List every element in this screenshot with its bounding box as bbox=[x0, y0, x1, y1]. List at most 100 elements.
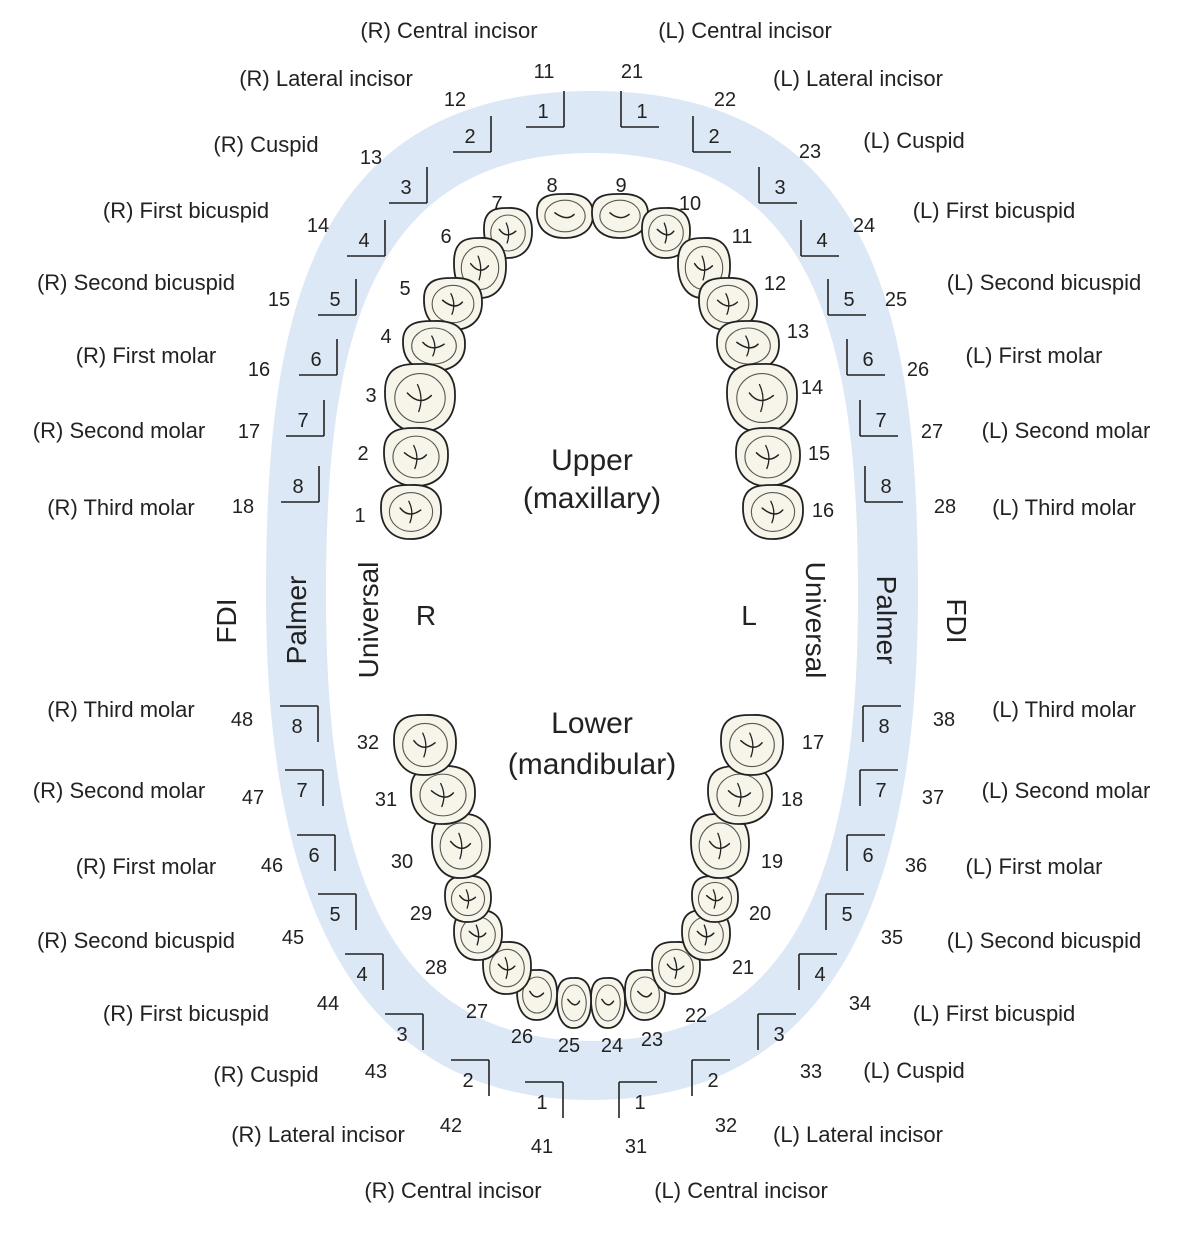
palmer-number: 6 bbox=[862, 845, 873, 867]
tooth-fissure bbox=[609, 212, 630, 219]
fdi-number: 25 bbox=[885, 289, 907, 311]
tooth-fissure bbox=[755, 452, 780, 460]
fdi-number: 34 bbox=[849, 993, 871, 1015]
tooth-name: (L) Lateral incisor bbox=[773, 1122, 943, 1147]
tooth-crown-inner bbox=[419, 773, 467, 817]
tooth-name: (R) Lateral incisor bbox=[231, 1122, 405, 1147]
palmer-mark: 4 bbox=[347, 220, 386, 257]
palmer-number: 6 bbox=[310, 349, 321, 371]
fdi-number: 21 bbox=[621, 61, 643, 83]
palmer-mark: 4 bbox=[345, 953, 384, 990]
tooth-crown bbox=[384, 363, 456, 433]
tooth bbox=[384, 363, 456, 433]
teeth-layer bbox=[380, 193, 804, 1029]
tooth-crown bbox=[726, 363, 798, 433]
palmer-mark: 3 bbox=[757, 1013, 796, 1050]
tooth bbox=[742, 484, 804, 540]
tooth-fissure bbox=[458, 894, 477, 902]
tooth bbox=[556, 977, 592, 1029]
tooth-fissure bbox=[475, 924, 480, 946]
tooth-fissure bbox=[666, 963, 685, 971]
tooth-fissure bbox=[469, 262, 490, 271]
tooth-fissure bbox=[703, 924, 708, 946]
tooth-crown-inner bbox=[394, 372, 446, 424]
tooth-fissure bbox=[712, 889, 717, 909]
tooth-fissure bbox=[431, 335, 436, 357]
tooth-fissure bbox=[737, 782, 742, 808]
universal-number: 23 bbox=[641, 1029, 663, 1051]
fdi-number: 22 bbox=[714, 89, 736, 111]
fdi-number: 14 bbox=[307, 215, 329, 237]
tooth-fissure bbox=[422, 732, 427, 758]
tooth-fissure bbox=[673, 957, 678, 979]
tooth-crown-inner bbox=[599, 199, 641, 233]
tooth-fissure bbox=[749, 732, 754, 758]
tooth-crown-inner bbox=[648, 214, 684, 252]
fdi-number: 27 bbox=[921, 421, 943, 443]
tooth-name: (R) First bicuspid bbox=[103, 1001, 269, 1026]
tooth-fissure bbox=[529, 990, 545, 998]
tooth-crown-inner bbox=[392, 435, 440, 479]
palmer-mark: 1 bbox=[620, 91, 659, 128]
universal-label-right: Universal bbox=[353, 562, 384, 679]
tooth-name: (L) Second bicuspid bbox=[947, 928, 1141, 953]
tooth-fissure bbox=[449, 840, 472, 850]
fdi-number: 17 bbox=[238, 421, 260, 443]
tooth bbox=[690, 813, 750, 879]
tooth-fissure bbox=[465, 889, 470, 909]
tooth-name: (L) Third molar bbox=[992, 495, 1136, 520]
tooth-name: (R) Second molar bbox=[33, 418, 205, 443]
fdi-number: 26 bbox=[907, 359, 929, 381]
tooth-crown-inner bbox=[411, 327, 457, 365]
tooth-fissure bbox=[458, 832, 463, 860]
palmer-number: 6 bbox=[862, 349, 873, 371]
tooth-fissure bbox=[450, 293, 455, 315]
fdi-number: 36 bbox=[905, 855, 927, 877]
universal-number: 13 bbox=[787, 321, 809, 343]
palmer-mark: 5 bbox=[318, 279, 357, 316]
palmer-number: 2 bbox=[708, 126, 719, 148]
palmer-number: 6 bbox=[308, 845, 319, 867]
tooth bbox=[726, 363, 798, 433]
tooth-fissure bbox=[422, 341, 445, 349]
tooth-name: (L) Third molar bbox=[992, 697, 1136, 722]
universal-number: 11 bbox=[732, 226, 753, 248]
tooth-name: (R) Cuspid bbox=[213, 1062, 318, 1087]
tooth-crown-inner bbox=[431, 284, 475, 324]
palmer-number: 3 bbox=[400, 177, 411, 199]
tooth-name: (R) First molar bbox=[76, 343, 217, 368]
palmer-number: 2 bbox=[707, 1070, 718, 1092]
tooth-name: (L) First molar bbox=[966, 343, 1103, 368]
palmer-mark: 6 bbox=[299, 339, 338, 376]
universal-number: 22 bbox=[685, 1005, 707, 1027]
palmer-number: 7 bbox=[875, 780, 886, 802]
palmer-number: 3 bbox=[773, 1024, 784, 1046]
palmer-number: 2 bbox=[464, 126, 475, 148]
tooth bbox=[735, 427, 801, 487]
lower-arch-title: Lower bbox=[551, 707, 633, 740]
palmer-mark: 2 bbox=[691, 1059, 730, 1096]
palmer-mark: 2 bbox=[451, 1059, 490, 1096]
tooth bbox=[698, 277, 758, 331]
universal-number: 1 bbox=[354, 505, 365, 527]
palmer-mark: 3 bbox=[758, 167, 797, 204]
fdi-number: 47 bbox=[242, 787, 264, 809]
palmer-number: 7 bbox=[297, 410, 308, 432]
tooth-crown-inner bbox=[595, 984, 621, 1022]
palmer-number: 5 bbox=[329, 904, 340, 926]
tooth-fissure bbox=[717, 832, 722, 860]
universal-number: 26 bbox=[511, 1026, 533, 1048]
tooth-fissure bbox=[440, 782, 445, 808]
palmer-number: 1 bbox=[636, 101, 647, 123]
tooth-fissure bbox=[406, 392, 433, 402]
palmer-number: 7 bbox=[875, 410, 886, 432]
tooth-name: (L) Cuspid bbox=[863, 128, 964, 153]
fdi-number: 44 bbox=[317, 993, 339, 1015]
tooth bbox=[651, 941, 701, 995]
tooth-name: (L) Second bicuspid bbox=[947, 270, 1141, 295]
tooth-crown-inner bbox=[729, 722, 775, 768]
tooth-fissure bbox=[497, 963, 516, 971]
palmer-number: 3 bbox=[396, 1024, 407, 1046]
universal-number: 15 bbox=[808, 443, 830, 465]
